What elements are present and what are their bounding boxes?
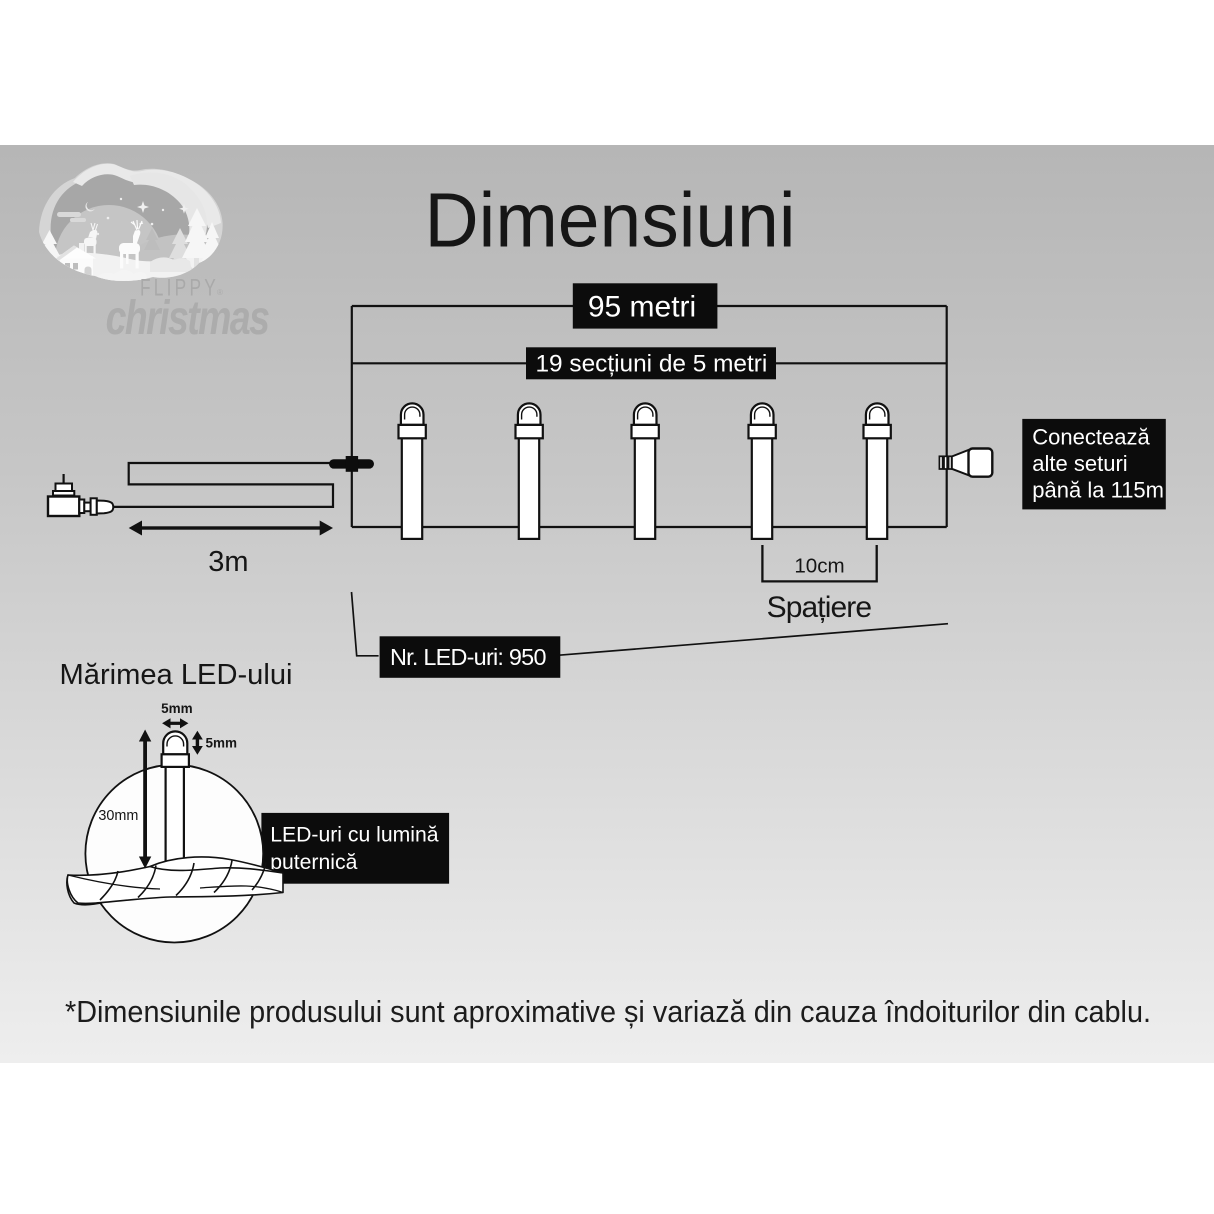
svg-text:*Dimensiunile produsului sunt: *Dimensiunile produsului sunt aproximati… (65, 995, 1151, 1029)
svg-text:alte seturi: alte seturi (1032, 451, 1127, 476)
svg-text:10cm: 10cm (794, 555, 844, 578)
svg-text:LED-uri cu lumină: LED-uri cu lumină (270, 824, 439, 847)
svg-text:Mărimea LED-ului: Mărimea LED-ului (60, 659, 293, 691)
svg-text:95 metri: 95 metri (588, 291, 696, 324)
svg-text:19 secțiuni de 5 metri: 19 secțiuni de 5 metri (535, 351, 767, 378)
svg-text:5mm: 5mm (161, 701, 193, 716)
svg-text:®: ® (217, 288, 223, 297)
svg-text:Dimensiuni: Dimensiuni (425, 178, 796, 264)
svg-text:Nr. LED-uri: 950: Nr. LED-uri: 950 (390, 644, 546, 670)
svg-text:puternică: puternică (270, 851, 357, 874)
svg-text:Spațiere: Spațiere (767, 591, 872, 624)
svg-text:3m: 3m (208, 546, 248, 578)
svg-text:5mm: 5mm (206, 736, 238, 751)
svg-text:până la 115m: până la 115m (1032, 478, 1164, 503)
svg-text:FLIPPY: FLIPPY (140, 275, 219, 301)
svg-text:christmas: christmas (106, 292, 270, 346)
svg-text:Conectează: Conectează (1032, 425, 1150, 450)
svg-text:30mm: 30mm (98, 808, 138, 824)
